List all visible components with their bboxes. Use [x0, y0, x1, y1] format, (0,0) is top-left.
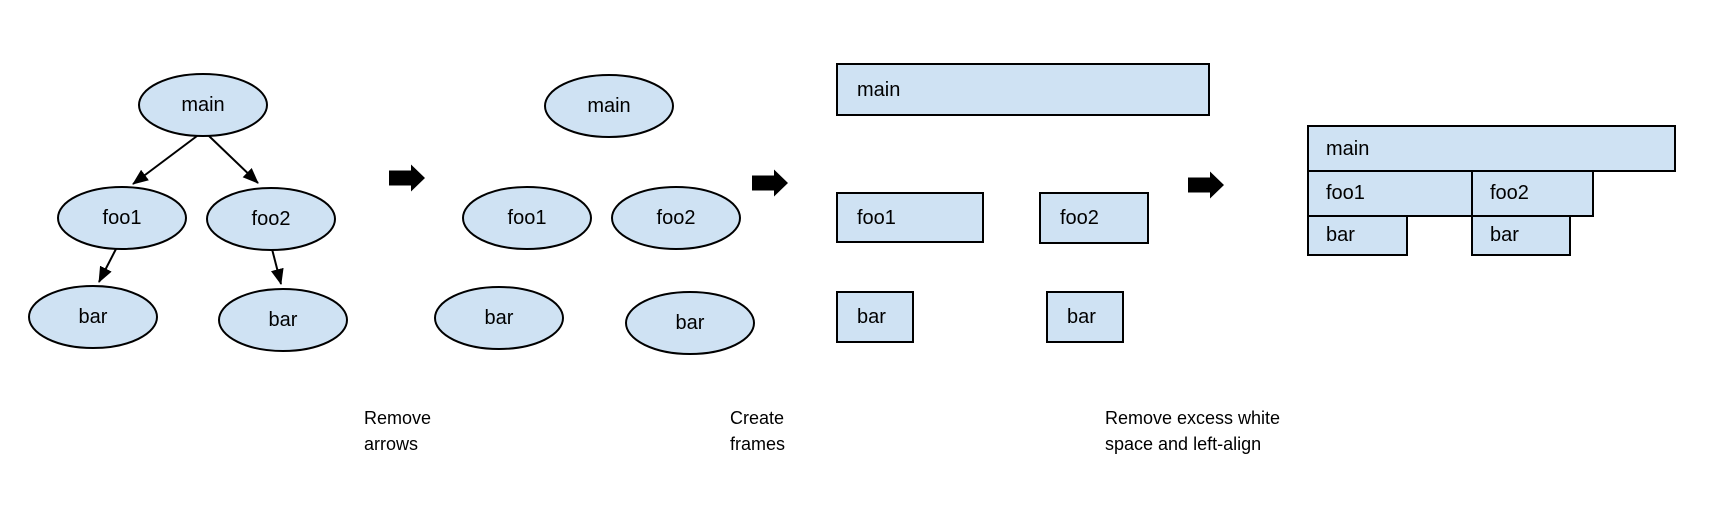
tree-node-foo1	[57, 186, 187, 250]
noarrow-node-foo2	[611, 186, 741, 250]
flame-frame-bar-left-label: bar	[1326, 224, 1355, 246]
frame-bar-right	[1046, 291, 1124, 343]
right-arrow-icon	[1188, 171, 1224, 199]
tree-node-main	[138, 73, 268, 137]
frame-foo1	[836, 192, 984, 243]
flame-frame-foo1-label: foo1	[1326, 182, 1365, 204]
caption-create-frames-line2: frames	[730, 434, 785, 454]
step-captions: Remove arrows Create frames Remove exces…	[364, 408, 1280, 454]
noarrow-node-bar-right	[625, 291, 755, 355]
panel-arrows-removed: main foo1 foo2 bar bar	[434, 74, 755, 355]
right-arrow-icon	[389, 164, 425, 192]
tree-node-foo2-label: foo2	[252, 208, 291, 230]
noarrow-node-bar-left	[434, 286, 564, 350]
noarrow-node-main-label: main	[587, 95, 630, 117]
panel-frames: main foo1 foo2 bar bar	[836, 63, 1210, 343]
right-arrow-icon	[752, 169, 788, 197]
flame-frame-bar-right-label: bar	[1490, 224, 1519, 246]
frame-bar-right-label: bar	[1067, 306, 1096, 328]
noarrow-node-foo1-label: foo1	[508, 207, 547, 229]
frame-bar-left-label: bar	[857, 306, 886, 328]
tree-node-foo2	[206, 187, 336, 251]
tree-node-bar-left-label: bar	[79, 306, 108, 328]
caption-left-align-line2: space and left-align	[1105, 434, 1261, 454]
flame-frame-bar-right	[1471, 215, 1571, 256]
noarrow-node-foo2-label: foo2	[657, 207, 696, 229]
tree-node-bar-right	[218, 288, 348, 352]
frame-bar-left	[836, 291, 914, 343]
flame-frame-foo2	[1471, 170, 1594, 217]
noarrow-node-main	[544, 74, 674, 138]
edge-foo1-bar-arrow	[98, 246, 118, 283]
noarrow-node-bar-right-label: bar	[676, 312, 705, 334]
frame-main	[836, 63, 1210, 116]
noarrow-node-foo1	[462, 186, 592, 250]
panel-flame-graph: main foo1 foo2 bar bar	[1307, 125, 1676, 256]
frame-main-label: main	[857, 79, 900, 101]
edge-main-foo2-arrow	[208, 135, 259, 184]
caption-remove-arrows-line2: arrows	[364, 434, 418, 454]
panel-call-tree: main foo1 foo2 bar bar	[28, 73, 348, 352]
frame-foo2-label: foo2	[1060, 207, 1099, 229]
frame-foo2	[1039, 192, 1149, 244]
noarrow-node-bar-left-label: bar	[485, 307, 514, 329]
flame-frame-main-label: main	[1326, 138, 1369, 160]
edge-main-foo1-arrow	[132, 135, 198, 185]
flame-frame-bar-left	[1307, 215, 1408, 256]
edge-foo2-bar-arrow	[270, 248, 284, 285]
tree-node-main-label: main	[181, 94, 224, 116]
flame-frame-main	[1307, 125, 1676, 172]
tree-node-foo1-label: foo1	[103, 207, 142, 229]
caption-left-align-line1: Remove excess white	[1105, 408, 1280, 428]
frame-foo1-label: foo1	[857, 207, 896, 229]
tree-node-bar-left	[28, 285, 158, 349]
flame-frame-foo2-label: foo2	[1490, 182, 1529, 204]
tree-node-bar-right-label: bar	[269, 309, 298, 331]
caption-create-frames-line1: Create	[730, 408, 784, 428]
caption-remove-arrows-line1: Remove	[364, 408, 431, 428]
